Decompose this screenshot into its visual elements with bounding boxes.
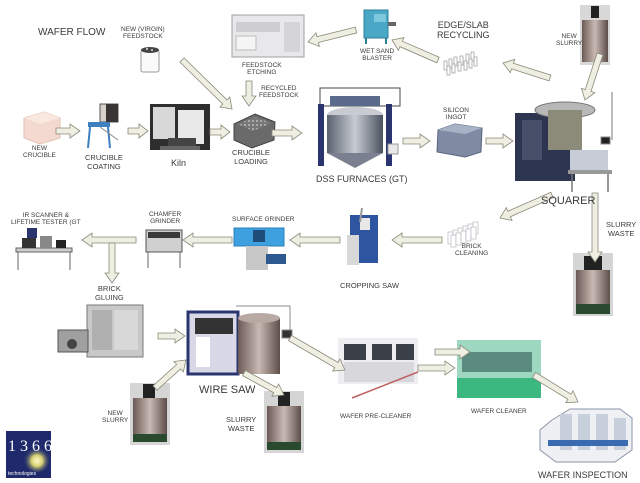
wet-sand-blaster-image <box>363 9 396 44</box>
cropping-saw-image <box>347 207 378 265</box>
label-new-virgin-feedstock: NEW (VIRGIN)FEEDSTOCK <box>121 26 165 41</box>
crucible-coating-image <box>87 103 119 149</box>
arrow-wire-saw-to-slurry-waste-bottom <box>242 369 285 397</box>
arrow-new-crucible-to-crucible-coating <box>55 123 81 139</box>
wafer-cleaner-image <box>457 340 541 398</box>
dss-furnace-image <box>318 87 401 168</box>
wafer-inspection-image <box>539 408 633 463</box>
label-dss-furnaces: DSS FURNACES (GT) <box>316 174 408 184</box>
crucible-loading-image <box>233 113 276 149</box>
virgin-feedstock-image <box>140 47 160 73</box>
feedstock-etching-image <box>231 14 305 58</box>
chamfer-grinder-image <box>145 229 183 268</box>
arrow-new-slurry-top-to-squarer <box>580 52 604 101</box>
arrow-silicon-ingot-to-squarer <box>485 133 514 149</box>
arrow-squarer-to-slurry-waste-right <box>587 192 603 263</box>
arrow-crucible-coating-to-kiln <box>127 123 149 139</box>
squarer-image <box>515 92 613 192</box>
surface-grinder-image <box>233 227 286 270</box>
brick-cleaning-image <box>447 221 479 248</box>
wire-saw-image <box>186 305 293 376</box>
arrow-virgin-feedstock-to-crucible-loading <box>179 57 233 110</box>
silicon-ingot-image <box>436 123 483 158</box>
logo-company: technologies <box>8 471 37 477</box>
label-ir-scanner: IR SCANNER &LIFETIME TESTER (GT <box>11 212 81 227</box>
arrow-brick-cleaning-to-cropping-saw <box>391 232 443 248</box>
diagram-title: WAFER FLOW <box>38 27 106 38</box>
label-wafer-cleaner: WAFER CLEANER <box>471 408 527 415</box>
arrow-ir-scanner-to-brick-gluing <box>104 242 120 284</box>
arrow-squarer-to-brick-cleaning <box>499 191 554 221</box>
ir-scanner-image <box>15 228 73 270</box>
arrow-crucible-loading-to-dss-furnace <box>271 125 303 141</box>
wafer-pre-cleaner-image <box>338 338 419 399</box>
slurry-waste-right-image <box>573 253 613 316</box>
arrow-wafer-cleaner-to-wafer-inspection <box>531 371 579 404</box>
arrow-brick-gluing-to-wire-saw <box>157 328 186 344</box>
label-cropping-saw: CROPPING SAW <box>340 281 399 290</box>
new-crucible-image <box>23 111 61 145</box>
brick-gluing-image <box>57 304 144 358</box>
new-slurry-bottom-image <box>130 383 170 445</box>
arrow-surface-grinder-to-chamfer-grinder <box>182 232 233 248</box>
arrow-chamfer-grinder-to-ir-scanner <box>81 232 137 248</box>
arrow-wet-sand-blaster-to-feedstock-etching <box>307 26 358 48</box>
arrow-extra-cleaner-in-to-wafer-cleaner <box>434 344 471 360</box>
arrow-new-slurry-bottom-to-wire-saw <box>152 359 187 391</box>
1366-technologies-logo: 1 3 6 6 technologies <box>6 431 52 478</box>
arrow-edge-slab-to-wet-sand-blaster <box>391 37 440 64</box>
logo-number: 1 3 6 6 <box>8 438 52 455</box>
kiln-image <box>150 104 210 150</box>
label-wire-saw: WIRE SAW <box>199 384 256 396</box>
arrow-feedstock-etching-to-crucible-loading <box>241 80 257 107</box>
arrow-dss-furnace-to-silicon-ingot <box>402 133 431 149</box>
label-kiln: Kiln <box>171 158 187 168</box>
arrow-wire-saw-to-wafer-pre-cleaner <box>287 334 346 372</box>
arrow-cropping-saw-to-surface-grinder <box>289 232 341 248</box>
slurry-waste-bottom-image <box>264 391 304 453</box>
new-slurry-top-image <box>580 5 610 65</box>
arrow-wafer-pre-cleaner-to-wafer-cleaner <box>417 360 456 376</box>
label-wafer-pre-cleaner: WAFER PRE-CLEANER <box>340 413 412 420</box>
arrow-squarer-to-edge-slab <box>502 58 552 82</box>
edge-slab-image <box>443 51 478 76</box>
label-squarer: SQUARER <box>541 195 596 207</box>
label-surface-grinder: SURFACE GRINDER <box>232 216 295 223</box>
label-wafer-inspection: WAFER INSPECTION <box>538 470 628 480</box>
arrow-kiln-to-crucible-loading <box>209 124 231 140</box>
